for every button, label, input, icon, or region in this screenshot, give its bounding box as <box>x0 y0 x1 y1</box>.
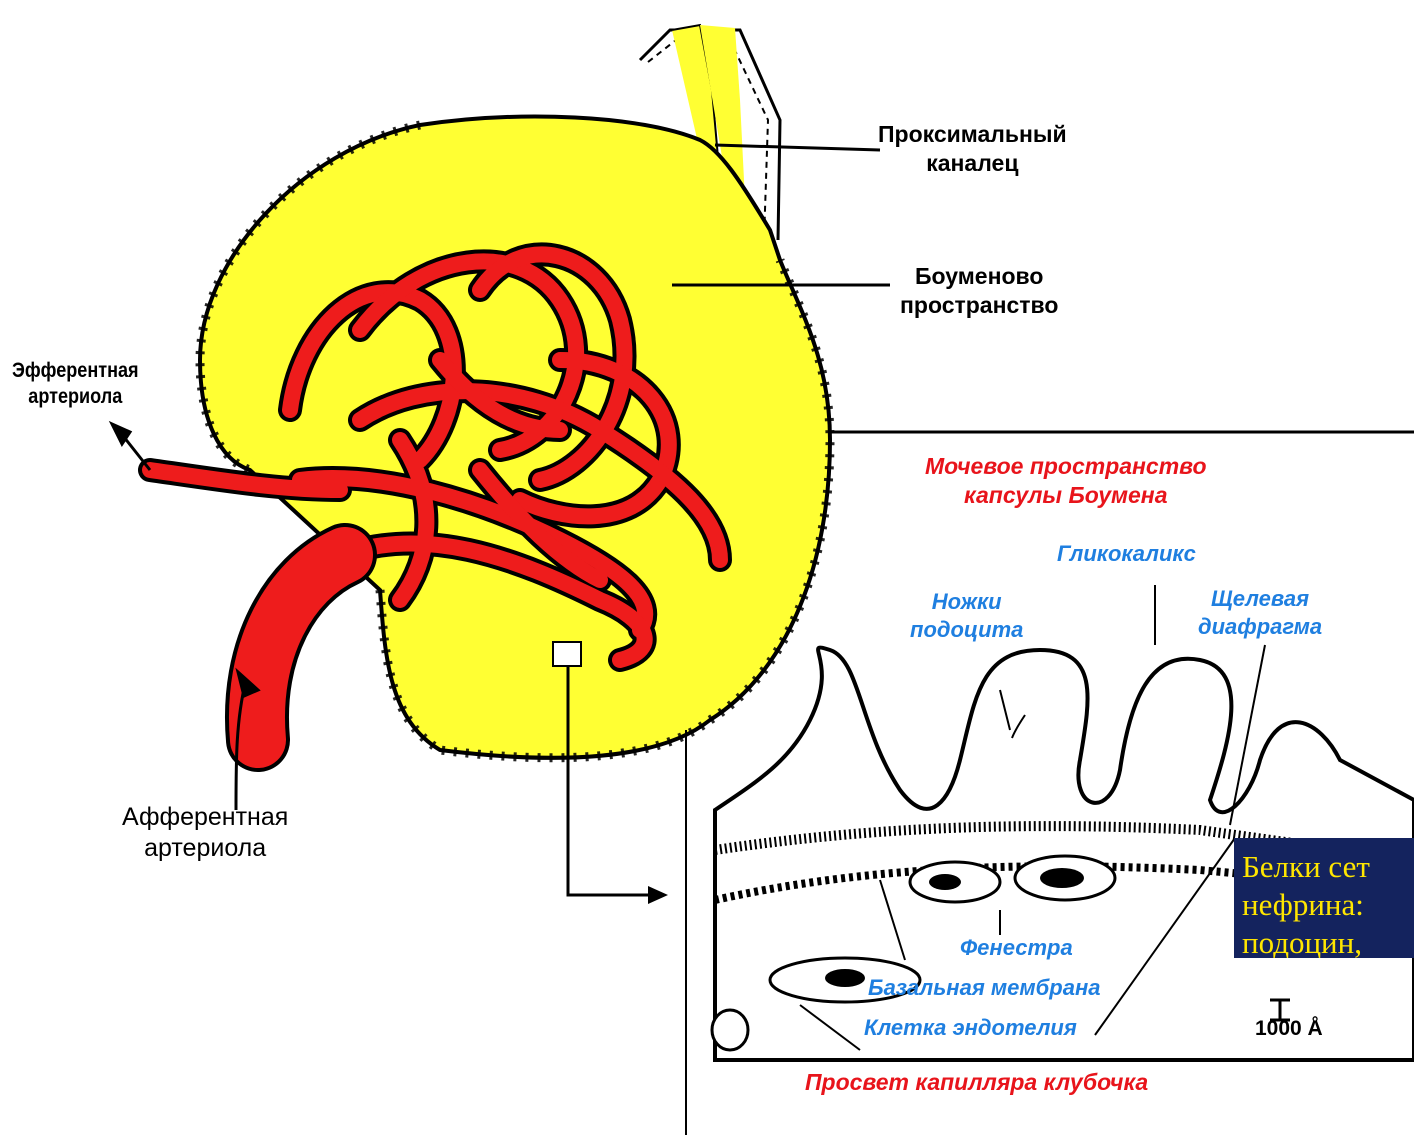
urinary-space-label-line2: капсулы Боумена <box>925 481 1207 510</box>
afferent-arteriole-label-line1: Афферентная <box>122 802 288 833</box>
efferent-arteriole-label-line2: артериола <box>12 384 139 410</box>
fenestra-label: Фенестра <box>960 934 1073 962</box>
bowman-space-label-line1: Боуменово <box>900 262 1058 291</box>
endothelial-cell-label: Клетка эндотелия <box>864 1014 1077 1042</box>
slit-diaphragm-label-line2: диафрагма <box>1198 613 1322 641</box>
info-box: Белки сет нефрина: подоцин, <box>1234 838 1414 958</box>
capillary-lumen-label: Просвет капилляра клубочка <box>805 1068 1148 1097</box>
proximal-tubule-label: Проксимальный каналец <box>878 120 1067 178</box>
glycocalyx-label: Гликокаликс <box>1057 540 1196 568</box>
podocyte-feet-label-line1: Ножки <box>910 588 1023 616</box>
info-box-line2: нефрина: <box>1242 886 1414 924</box>
basement-membrane-label: Базальная мембрана <box>868 974 1100 1002</box>
bowman-space-label-line2: пространство <box>900 291 1058 320</box>
podocyte-feet-label: Ножки подоцита <box>910 588 1023 643</box>
info-box-line1: Белки сет <box>1242 848 1414 886</box>
afferent-arteriole-label-line2: артериола <box>122 833 288 864</box>
efferent-arteriole-label-line1: Эфферентная <box>12 358 139 384</box>
urinary-space-label-line1: Мочевое пространство <box>925 452 1207 481</box>
proximal-tubule-label-line2: каналец <box>878 149 1067 178</box>
proximal-tubule-label-line1: Проксимальный <box>878 120 1067 149</box>
slit-diaphragm-label-line1: Щелевая <box>1198 585 1322 613</box>
slit-diaphragm-label: Щелевая диафрагма <box>1198 585 1322 640</box>
bowman-space-label: Боуменово пространство <box>900 262 1058 320</box>
scale-bar-label: 1000 Å <box>1255 1016 1323 1042</box>
efferent-arteriole-label: Эфферентная артериола <box>12 358 139 411</box>
urinary-space-label: Мочевое пространство капсулы Боумена <box>925 452 1207 510</box>
info-box-line3: подоцин, <box>1242 924 1414 958</box>
podocyte-feet-label-line2: подоцита <box>910 616 1023 644</box>
afferent-arteriole-label: Афферентная артериола <box>122 802 288 865</box>
